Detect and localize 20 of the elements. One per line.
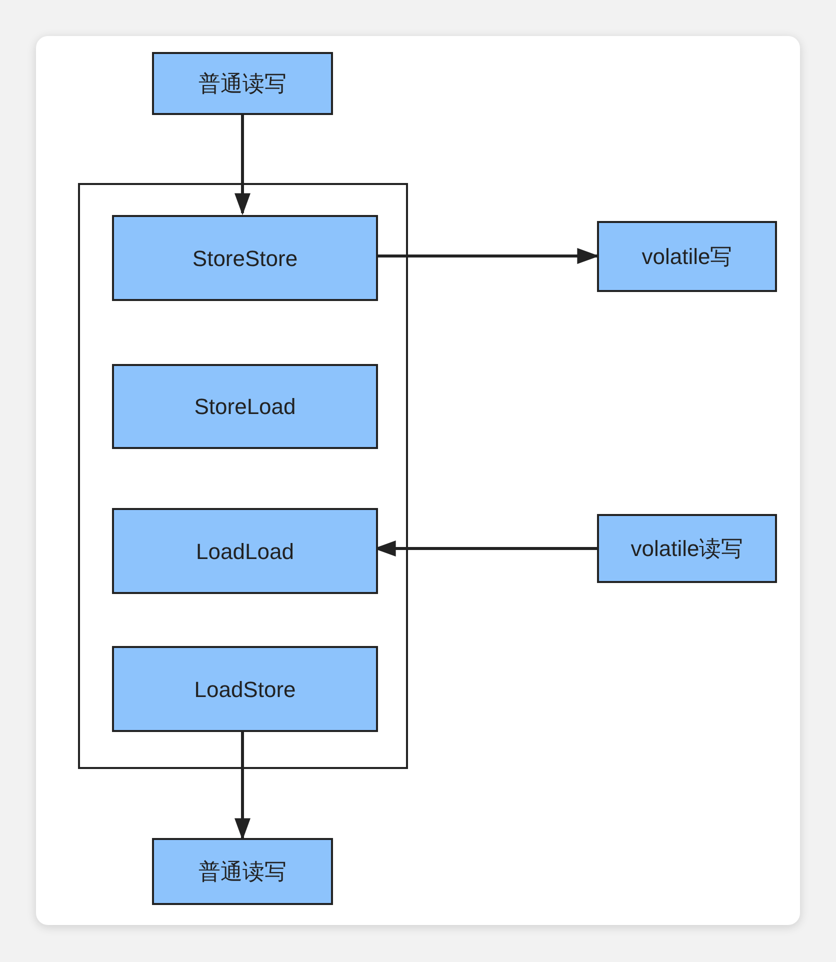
process-box [112, 215, 378, 301]
group-frame [78, 183, 408, 769]
process-box [152, 838, 333, 905]
process-box [112, 646, 378, 732]
box-label: StoreLoad [194, 393, 296, 421]
arrow [234, 115, 250, 215]
process-box [112, 508, 378, 594]
arrow [376, 248, 599, 264]
box-label: 普通读写 [198, 858, 286, 886]
arrow [234, 730, 250, 840]
box-label: volatile写 [642, 243, 732, 271]
process-box [597, 221, 777, 292]
process-box [597, 514, 777, 583]
process-box [112, 364, 378, 449]
box-label: LoadStore [194, 676, 296, 704]
box-label: 普通读写 [198, 70, 286, 98]
box-label: volatile读写 [630, 535, 744, 563]
box-label: StoreStore [192, 244, 298, 272]
process-box [152, 52, 333, 115]
box-label: LoadLoad [196, 538, 294, 566]
